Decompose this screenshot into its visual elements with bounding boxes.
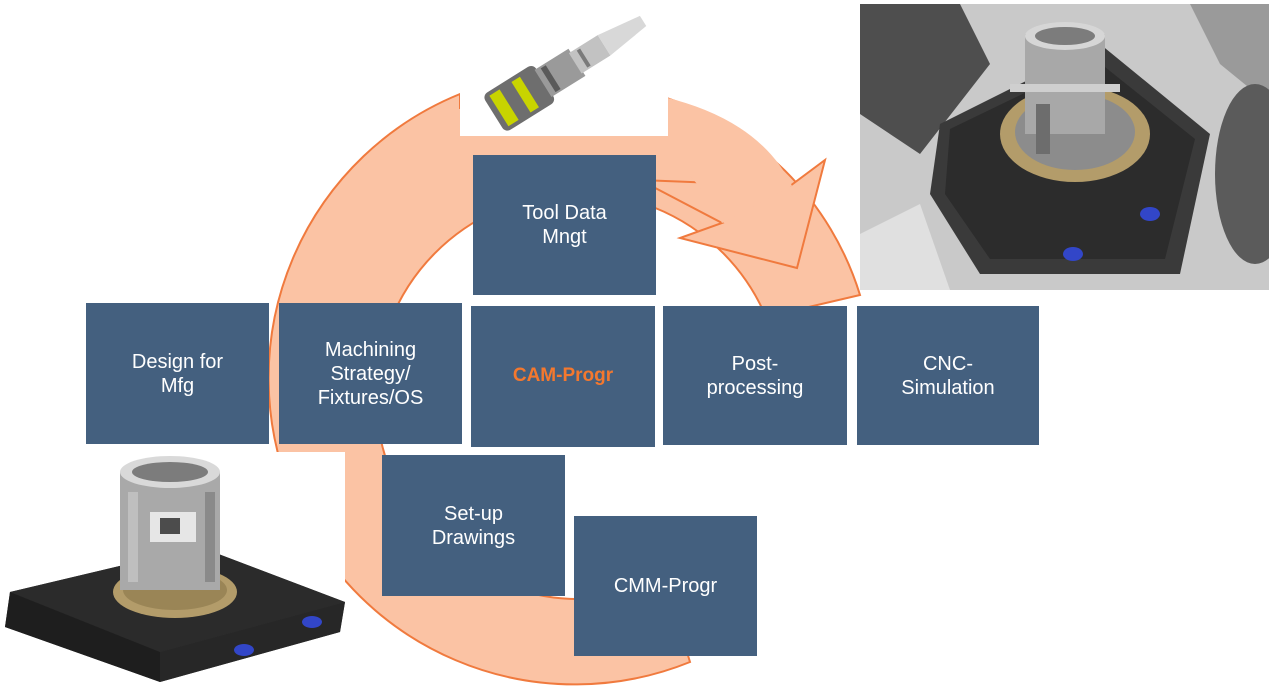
tool-data-mngt-box: Tool Data Mngt bbox=[473, 155, 656, 295]
machining-strategy-box: Machining Strategy/ Fixtures/OS bbox=[279, 303, 462, 444]
design-for-mfg-label: Design for Mfg bbox=[131, 350, 224, 397]
cnc-machine-icon bbox=[860, 4, 1269, 290]
fixture-part-icon bbox=[0, 452, 345, 686]
tool-data-mngt-label: Tool Data Mngt bbox=[522, 202, 607, 248]
post-processing-label: Post- processing bbox=[706, 352, 804, 399]
post-processing-box: Post- processing bbox=[663, 306, 847, 445]
cam-progr-label: CAM-Progr bbox=[512, 365, 614, 387]
cnc-simulation-box: CNC- Simulation bbox=[857, 306, 1039, 445]
cutting-tool-icon bbox=[460, 0, 668, 136]
design-for-mfg-box: Design for Mfg bbox=[86, 303, 269, 444]
cam-progr-box: CAM-Progr bbox=[471, 306, 655, 447]
cycle-arrow-band bbox=[655, 97, 792, 223]
cmm-progr-label: CMM-Progr bbox=[613, 575, 718, 597]
setup-drawings-label: Set-up Drawings bbox=[431, 502, 516, 549]
cnc-simulation-label: CNC- Simulation bbox=[901, 352, 995, 399]
cmm-progr-box: CMM-Progr bbox=[574, 516, 757, 656]
setup-drawings-box: Set-up Drawings bbox=[382, 455, 565, 596]
machining-strategy-label: Machining Strategy/ Fixtures/OS bbox=[317, 338, 424, 409]
